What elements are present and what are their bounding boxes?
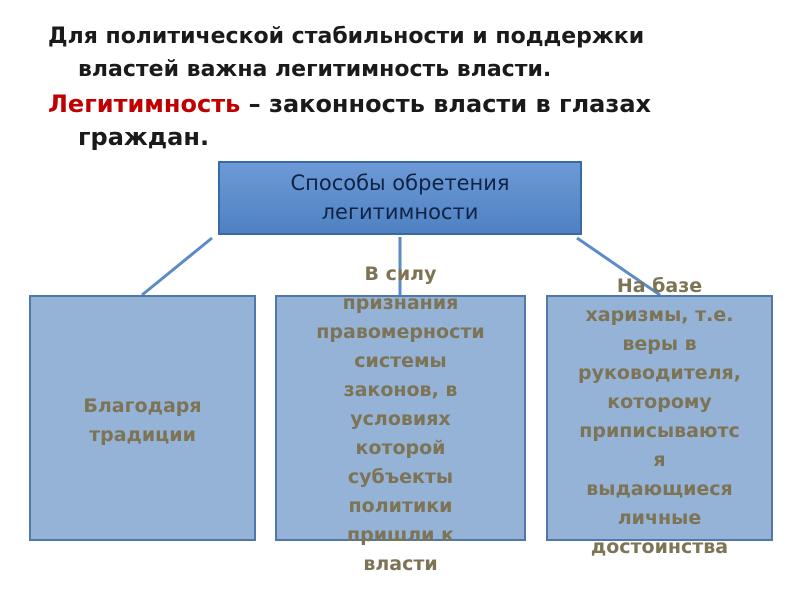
definition-rest-line-1: – законность власти в глазах bbox=[240, 90, 651, 118]
method-box-legality bbox=[275, 295, 526, 541]
intro-text: Для политической стабильности и поддержк… bbox=[48, 20, 778, 86]
method-label-charisma: На базе харизмы, т.е. веры в руководител… bbox=[578, 275, 741, 558]
intro-line-2: властей важна легитимность власти. bbox=[78, 57, 552, 82]
method-box-charisma bbox=[546, 295, 773, 541]
connector-left bbox=[141, 236, 213, 297]
definition-text: Легитимность – законность власти в глаза… bbox=[48, 88, 778, 154]
method-label-tradition: Благодаря традиции bbox=[83, 395, 202, 446]
connector-right bbox=[576, 236, 661, 297]
root-box-label: Способы обретения легитимности bbox=[290, 171, 510, 224]
method-label-legality: В силу признания правомерности системы з… bbox=[316, 263, 485, 575]
method-box-tradition bbox=[29, 295, 256, 541]
definition-line-2: граждан. bbox=[78, 123, 210, 151]
definition-term: Легитимность bbox=[48, 90, 241, 118]
root-box: Способы обретения легитимности bbox=[218, 161, 582, 235]
intro-line-1: Для политической стабильности и поддержк… bbox=[48, 24, 645, 49]
